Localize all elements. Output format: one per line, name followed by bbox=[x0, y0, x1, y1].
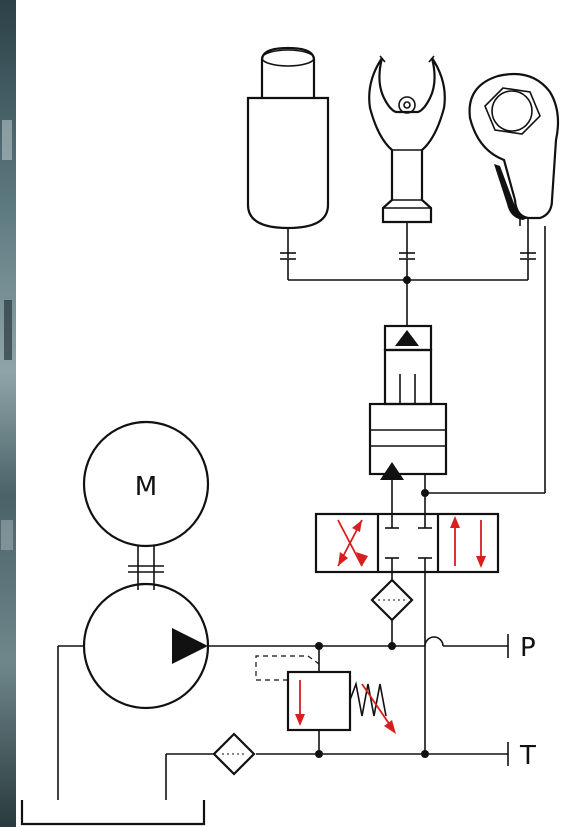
reservoir-tank-symbol bbox=[20, 800, 206, 826]
electric-motor-symbol: M bbox=[82, 420, 210, 548]
tank-port-label: T bbox=[519, 741, 536, 771]
background-photo-strip bbox=[0, 0, 16, 827]
pressure-filter-symbol bbox=[370, 572, 414, 646]
directional-control-valve bbox=[314, 512, 500, 574]
tool-quick-couplings bbox=[280, 222, 546, 497]
return-filter-symbol bbox=[165, 732, 256, 800]
cylinder-tool-icon bbox=[246, 46, 330, 230]
cutter-tool-icon bbox=[368, 55, 446, 224]
motor-pump-coupling bbox=[128, 546, 164, 590]
motor-label: M bbox=[135, 472, 157, 502]
hydraulic-pump-symbol bbox=[57, 582, 210, 800]
pressure-relief-valve-symbol bbox=[255, 646, 396, 754]
pressure-port-label: P bbox=[520, 633, 536, 663]
pressure-line: P bbox=[208, 633, 536, 663]
torque-wrench-tool-icon bbox=[468, 72, 560, 226]
tank-return-line: T bbox=[256, 572, 536, 771]
pressure-intensifier-symbol bbox=[368, 324, 448, 514]
